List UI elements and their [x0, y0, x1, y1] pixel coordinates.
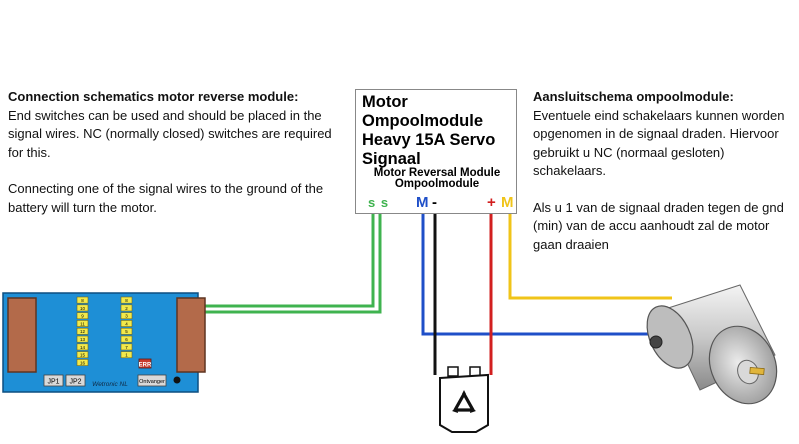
led-number: 3: [125, 314, 128, 319]
led-number: 1: [125, 353, 128, 358]
led-indicator: [76, 296, 89, 304]
led-number: 5: [125, 329, 128, 334]
led-indicator: [76, 320, 89, 327]
led-indicator: [76, 304, 89, 312]
motor-terminal-2-label: M: [501, 194, 514, 211]
jp1-label: JP1: [47, 379, 59, 386]
signal-wire-2: [196, 212, 382, 314]
controller-board: 8 10 9 11 12 13 14 15 16 8 2 3 4 5 6 7 1 ERR JP1 JP2 We…: [2, 292, 206, 393]
led-number: 12: [80, 329, 86, 334]
led-indicator: [76, 359, 89, 366]
battery-recycle-icon: [439, 366, 489, 433]
led-number: 8: [125, 298, 128, 303]
module-title: Motor Ompoolmodule Heavy 15A Servo Signa…: [362, 93, 496, 168]
jp2-jumper[interactable]: [65, 374, 86, 387]
led-number: 10: [80, 306, 86, 311]
minus-terminal-label: -: [432, 194, 437, 211]
dutch-paragraph-2: Als u 1 van de signaal draden tegen de g…: [533, 199, 784, 252]
led-indicator: [76, 335, 89, 343]
english-paragraph-1: End switches can be used and should be p…: [8, 107, 332, 160]
motor-reverse-module: Motor Ompoolmodule Heavy 15A Servo Signa…: [355, 89, 517, 214]
module-subtitle-english: Motor Reversal Module: [373, 167, 501, 179]
led-number: 11: [80, 321, 85, 326]
led-indicator: [120, 335, 133, 343]
jp2-label: JP2: [69, 379, 81, 386]
led-indicator: [120, 320, 133, 327]
english-description: Connection schematics motor reverse modu…: [8, 88, 348, 217]
module-subtitle: Motor Reversal Module Ompoolmodule: [358, 167, 516, 190]
english-paragraph-2: Connecting one of the signal wires to th…: [8, 181, 324, 215]
dutch-paragraph-1: Eventuele eind schakelaars kunnen worden…: [533, 107, 785, 179]
led-indicator: [120, 312, 133, 320]
motor-terminal-1-label: M: [416, 194, 429, 211]
mounting-hole: [173, 376, 181, 384]
led-number: 8: [81, 298, 84, 303]
left-connector: [7, 297, 37, 373]
led-number: 7: [125, 345, 128, 350]
led-indicator: [76, 343, 89, 351]
dc-motor-icon: [646, 284, 778, 405]
plus-terminal-label: +: [487, 194, 496, 211]
receiver-button-label: Ontvanger: [139, 379, 165, 385]
led-number: 4: [125, 321, 128, 326]
dutch-heading: Aansluitschema ompoolmodule:: [533, 89, 734, 104]
err-label: ERR: [139, 363, 152, 369]
led-indicator: [120, 296, 133, 304]
led-indicator: [76, 351, 89, 359]
led-indicator: [76, 312, 89, 320]
jp1-jumper[interactable]: [43, 374, 64, 387]
motor-wire-2: [508, 212, 672, 300]
signal-wire-1: [196, 212, 375, 308]
led-indicator: [76, 327, 89, 335]
motor-wire-1: [421, 212, 652, 336]
led-number: 14: [80, 345, 86, 350]
led-number: 15: [80, 353, 86, 358]
receiver-button[interactable]: [137, 374, 167, 387]
led-number: 13: [80, 337, 86, 342]
led-number: 6: [125, 337, 128, 342]
right-connector: [176, 297, 206, 373]
led-column-left: 8 10 9 11 12 13 14 15 16: [76, 296, 89, 366]
dutch-description: Aansluitschema ompoolmodule: Eventuele e…: [533, 88, 795, 254]
module-subtitle-dutch: Ompoolmodule: [394, 178, 480, 190]
led-indicator: [120, 304, 133, 312]
signal-terminal-label: s s: [368, 195, 390, 210]
led-number: 2: [125, 306, 128, 311]
led-indicator: [120, 351, 133, 359]
led-indicator: [120, 327, 133, 335]
english-heading: Connection schematics motor reverse modu…: [8, 89, 299, 104]
led-indicator: [120, 343, 133, 351]
led-number: 16: [80, 360, 86, 365]
brand-label: Wetronic NL: [92, 381, 128, 388]
led-number: 9: [81, 314, 84, 319]
led-column-right: 8 2 3 4 5 6 7 1: [120, 296, 133, 359]
